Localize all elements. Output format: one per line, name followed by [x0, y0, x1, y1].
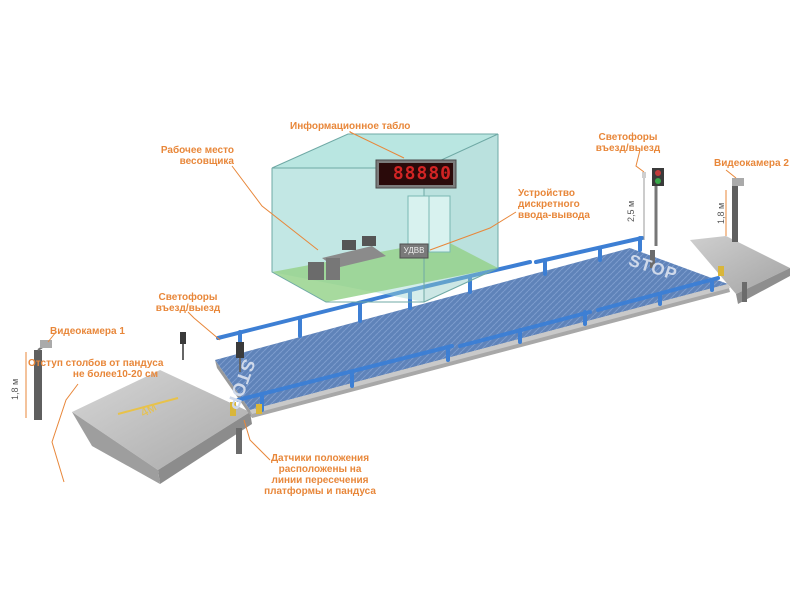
label-io-device: Устройство дискретного ввода-вывода — [518, 188, 590, 221]
operator-booth — [272, 134, 498, 302]
label-info-board: Информационное табло — [290, 121, 410, 132]
camera-1-pole — [26, 340, 52, 420]
light-pole-height-right: 2,5 м — [626, 201, 636, 222]
label-lights-right: Светофоры въезд/выезд — [588, 132, 668, 154]
label-sensors-note: Датчики положения расположены на линии п… — [262, 453, 378, 497]
label-camera-1: Видеокамера 1 — [50, 326, 125, 337]
pole-height-left: 1,8 м — [10, 379, 20, 400]
label-camera-2: Видеокамера 2 — [714, 158, 789, 169]
right-traffic-lights — [642, 168, 664, 246]
label-workplace: Рабочее место весовщика — [152, 145, 234, 167]
left-ramp — [72, 370, 252, 484]
camera-2-pole — [726, 178, 744, 242]
label-lights-left: Светофоры въезд/выезд — [146, 292, 230, 314]
io-device-box-label: УДВВ — [401, 246, 427, 255]
info-board-display: 88880 — [380, 163, 452, 185]
camera-pole-height-right: 1,8 м — [716, 203, 726, 224]
label-offset-note: Отступ столбов от пандуса не более10-20 … — [28, 358, 158, 380]
